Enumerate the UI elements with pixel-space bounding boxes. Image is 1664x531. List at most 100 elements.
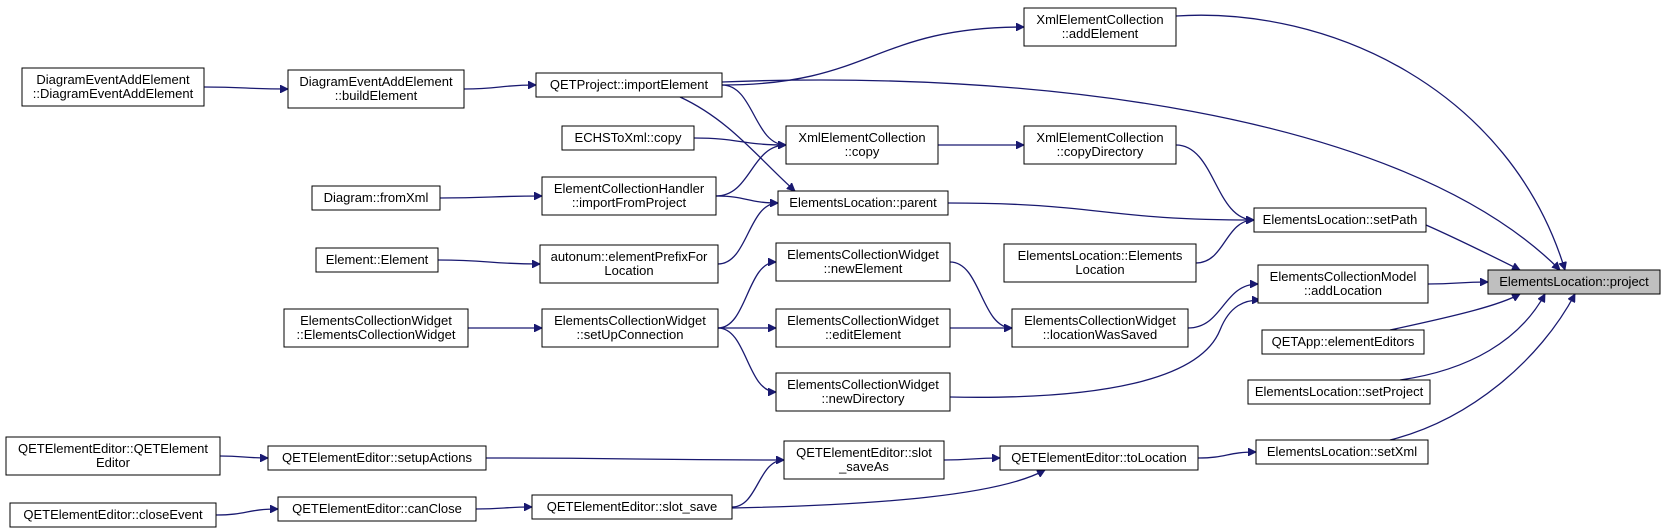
node-label-line: Diagram::fromXml	[324, 190, 429, 205]
node-setXml[interactable]: ElementsLocation::setXml	[1255, 439, 1429, 465]
node-box	[1011, 308, 1189, 348]
node-canClose[interactable]: QETElementEditor::canClose	[277, 496, 477, 522]
node-label-line: QETElementEditor::QETElement	[18, 441, 208, 456]
node-box	[267, 445, 487, 471]
node-box	[21, 67, 205, 107]
node-elCtor[interactable]: ElementsLocation::ElementsLocation	[1003, 243, 1197, 283]
node-label-line: ::newDirectory	[821, 391, 905, 406]
node-label-line: ::addLocation	[1304, 283, 1382, 298]
edge-fromXml-to-importFromProject	[439, 196, 542, 198]
node-qeeCtor[interactable]: QETElementEditor::QETElementEditor	[5, 436, 221, 476]
node-buildElement[interactable]: DiagramEventAddElement::buildElement	[287, 69, 465, 109]
node-closeEvent[interactable]: QETElementEditor::closeEvent	[9, 502, 217, 528]
node-xecCopy[interactable]: XmlElementCollection::copy	[785, 125, 939, 165]
node-box	[785, 125, 939, 165]
node-importElement[interactable]: QETProject::importElement	[535, 72, 723, 98]
node-locationWasSaved[interactable]: ElementsCollectionWidget::locationWasSav…	[1011, 308, 1189, 348]
node-label-line: ElementsLocation::parent	[789, 195, 937, 210]
node-label-line: ::locationWasSaved	[1043, 327, 1157, 342]
node-label-line: ::copyDirectory	[1057, 144, 1144, 159]
node-label-line: ElementsCollectionWidget	[787, 313, 939, 328]
node-label-line: ElementsCollectionWidget	[1024, 313, 1176, 328]
node-echsCopy[interactable]: ECHSToXml::copy	[561, 125, 695, 151]
node-label-line: Location	[604, 263, 653, 278]
node-label-line: ElementsLocation::Elements	[1018, 248, 1183, 263]
node-label-line: XmlElementCollection	[1036, 12, 1163, 27]
node-deaeCtor[interactable]: DiagramEventAddElement::DiagramEventAddE…	[21, 67, 205, 107]
edge-qeeCtor-to-setupActions	[219, 456, 268, 458]
node-label-line: ElementsLocation::setProject	[1255, 384, 1424, 399]
node-label-line: ElementsLocation::setPath	[1263, 212, 1418, 227]
node-toLocation[interactable]: QETElementEditor::toLocation	[999, 445, 1199, 471]
node-copyDirectory[interactable]: XmlElementCollection::copyDirectory	[1023, 125, 1177, 165]
node-label-line: Editor	[96, 455, 131, 470]
node-label-line: ElementsCollectionModel	[1270, 269, 1417, 284]
edge-elementCtor-to-prefixFor	[437, 259, 540, 264]
node-label-line: ::addElement	[1062, 26, 1139, 41]
node-setPath[interactable]: ElementsLocation::setPath	[1253, 207, 1427, 233]
node-label-line: XmlElementCollection	[798, 130, 925, 145]
edge-importElement-to-parent	[679, 96, 795, 191]
edge-slotSaveAs-to-toLocation	[943, 458, 1000, 460]
node-label-line: Location	[1075, 262, 1124, 277]
node-label-line: QETElementEditor::slot_save	[547, 499, 718, 514]
edge-slotSave-to-slotSaveAs	[731, 460, 785, 508]
edge-locationWasSaved-to-addLocation	[1187, 284, 1258, 329]
node-addLocation[interactable]: ElementsCollectionModel::addLocation	[1257, 264, 1429, 304]
node-box	[535, 72, 723, 98]
node-box	[1487, 269, 1661, 295]
node-label-line: ::setUpConnection	[577, 327, 684, 342]
node-label-line: ElementsCollectionWidget	[787, 247, 939, 262]
node-project[interactable]: ElementsLocation::project	[1487, 269, 1661, 295]
node-box	[1257, 264, 1429, 304]
node-newElement[interactable]: ElementsCollectionWidget::newElement	[775, 242, 951, 282]
node-importFromProject[interactable]: ElementCollectionHandler::importFromProj…	[541, 176, 717, 216]
node-label-line: _saveAs	[838, 459, 889, 474]
node-setProject[interactable]: ElementsLocation::setProject	[1247, 379, 1431, 405]
edge-parent-to-setPath	[947, 202, 1254, 220]
node-box	[287, 69, 465, 109]
nodes: ElementsLocation::project XmlElementColle…	[5, 7, 1661, 528]
node-label-line: Element::Element	[326, 252, 429, 267]
node-label-line: DiagramEventAddElement	[36, 72, 190, 87]
edge-importFromProject-to-xecCopy	[715, 145, 786, 197]
node-label-line: ElementsCollectionWidget	[300, 313, 452, 328]
node-box	[561, 125, 695, 151]
node-newDirectory[interactable]: ElementsCollectionWidget::newDirectory	[775, 372, 951, 412]
edge-buildElement-to-importElement	[463, 85, 536, 90]
node-box	[999, 445, 1199, 471]
node-box	[1023, 7, 1177, 47]
edge-setProject-to-project	[1399, 294, 1546, 381]
node-setUpConnection[interactable]: ElementsCollectionWidget::setUpConnectio…	[541, 308, 719, 348]
node-slotSave[interactable]: QETElementEditor::slot_save	[531, 494, 733, 520]
node-box	[277, 496, 477, 522]
node-slotSaveAs[interactable]: QETElementEditor::slot_saveAs	[783, 440, 945, 480]
node-label-line: ::copy	[845, 144, 880, 159]
node-label-line: QETElementEditor::toLocation	[1011, 450, 1187, 465]
node-label-line: ::newElement	[824, 261, 903, 276]
edge-copyDirectory-to-setPath	[1175, 144, 1254, 220]
edge-elCtor-to-setPath	[1195, 220, 1254, 264]
node-label-line: QETProject::importElement	[550, 77, 709, 92]
node-box	[1023, 125, 1177, 165]
node-elementCtor[interactable]: Element::Element	[315, 247, 439, 273]
node-label-line: ElementsCollectionWidget	[787, 377, 939, 392]
node-editElement[interactable]: ElementsCollectionWidget::editElement	[775, 308, 951, 348]
node-label-line: ::DiagramEventAddElement	[33, 86, 194, 101]
node-label-line: ::ElementsCollectionWidget	[297, 327, 456, 342]
node-addElement[interactable]: XmlElementCollection::addElement	[1023, 7, 1177, 47]
edge-toLocation-to-setXml	[1197, 452, 1256, 459]
node-parent[interactable]: ElementsLocation::parent	[777, 190, 949, 216]
node-elementEditors[interactable]: QETApp::elementEditors	[1261, 329, 1425, 355]
node-box	[775, 372, 951, 412]
node-label-line: ElementCollectionHandler	[554, 181, 705, 196]
node-fromXml[interactable]: Diagram::fromXml	[311, 185, 441, 211]
node-box	[531, 494, 733, 520]
node-box	[783, 440, 945, 480]
node-ecwCtor[interactable]: ElementsCollectionWidget::ElementsCollec…	[283, 308, 469, 348]
node-setupActions[interactable]: QETElementEditor::setupActions	[267, 445, 487, 471]
node-box	[9, 502, 217, 528]
node-box	[541, 308, 719, 348]
node-label-line: XmlElementCollection	[1036, 130, 1163, 145]
